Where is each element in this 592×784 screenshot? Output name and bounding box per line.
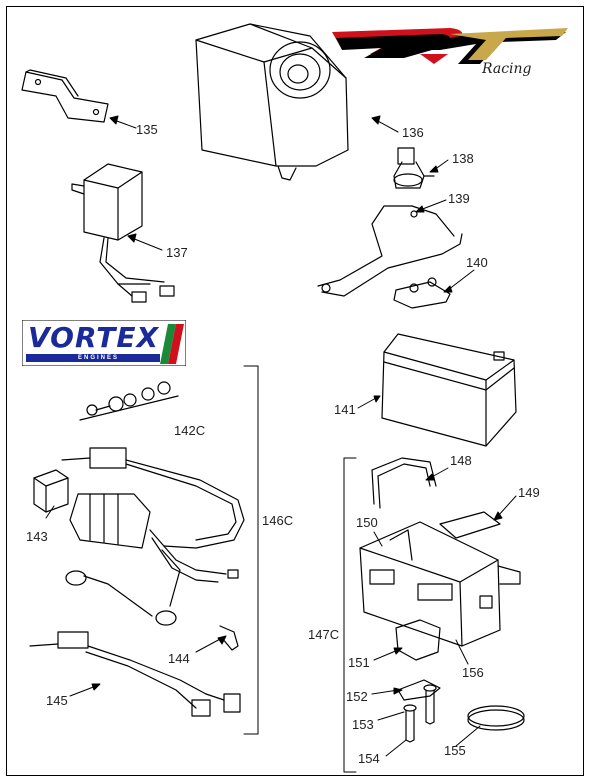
- group-bracket-lines: [243, 365, 357, 773]
- racing-tagline: Racing: [482, 61, 532, 77]
- callout-147c: 147C: [308, 627, 340, 642]
- callout-139: 139: [448, 191, 470, 206]
- part-155-strap: [467, 705, 525, 731]
- callout-152: 152: [346, 689, 368, 704]
- callout-141: 141: [334, 402, 356, 417]
- rt-racing-logo: Racing: [330, 24, 572, 84]
- leader-lines: [45, 115, 517, 757]
- callout-148: 148: [450, 453, 472, 468]
- vortex-logo-graphic: [22, 320, 186, 366]
- vortex-wordmark: VORTEX: [28, 321, 160, 354]
- callout-153: 153: [352, 717, 374, 732]
- part-151-clamp: [395, 619, 441, 661]
- part-136-tank: [195, 23, 349, 181]
- part-143-relay: [33, 469, 69, 513]
- callout-143: 143: [26, 529, 48, 544]
- part-141-battery: [381, 333, 517, 447]
- part-153-154-bolts: [403, 684, 437, 743]
- callout-151: 151: [348, 655, 370, 670]
- callout-137: 137: [166, 245, 188, 260]
- part-148-bracket: [371, 457, 437, 509]
- part-139-strap: [317, 205, 463, 297]
- part-140-terminal: [393, 277, 451, 309]
- callout-149: 149: [518, 485, 540, 500]
- callout-140: 140: [466, 255, 488, 270]
- part-137-charger: [71, 163, 175, 303]
- callout-156: 156: [462, 665, 484, 680]
- callout-135: 135: [136, 122, 158, 137]
- callout-154: 154: [358, 751, 380, 766]
- part-149-plate: [439, 511, 501, 539]
- callout-136: 136: [402, 125, 424, 140]
- callout-146c: 146C: [262, 513, 294, 528]
- callout-142c: 142C: [174, 423, 206, 438]
- part-156-tray: [359, 521, 521, 647]
- part-144-clip: [219, 625, 239, 651]
- part-138-valve: [393, 147, 435, 189]
- callout-150: 150: [356, 515, 378, 530]
- rt-racing-logo-graphic: [332, 28, 568, 64]
- part-145-harness: [29, 631, 241, 717]
- callout-145: 145: [46, 693, 68, 708]
- callout-155: 155: [444, 743, 466, 758]
- callout-144: 144: [168, 651, 190, 666]
- vortex-subtitle: ENGINES: [78, 355, 120, 361]
- part-146c-harness: [61, 447, 245, 626]
- callout-138: 138: [452, 151, 474, 166]
- part-135-bracket: [21, 69, 109, 123]
- vortex-engines-logo: VORTEX ENGINES: [22, 320, 186, 366]
- part-152-bracket: [397, 679, 441, 701]
- part-142c-hardware: [79, 381, 179, 421]
- page-border: [6, 6, 584, 776]
